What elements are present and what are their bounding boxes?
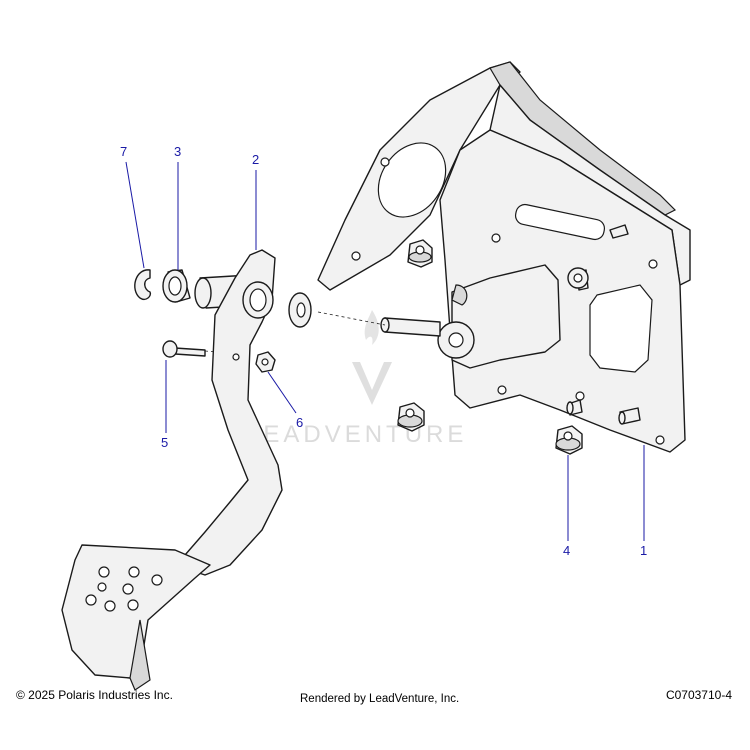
svg-text:1: 1 bbox=[640, 543, 647, 558]
diagram-code: C0703710-4 bbox=[665, 688, 732, 702]
part-3-bushing bbox=[162, 269, 191, 303]
svg-text:4: 4 bbox=[563, 543, 570, 558]
svg-text:6: 6 bbox=[296, 415, 303, 430]
callout-6: 6 bbox=[267, 371, 303, 430]
callout-2: 2 bbox=[252, 152, 259, 250]
copyright-notice: © 2025 Polaris Industries Inc. bbox=[16, 688, 173, 702]
part-7-e-clip bbox=[134, 269, 152, 301]
callout-7: 7 bbox=[120, 144, 145, 269]
callout-5: 5 bbox=[161, 360, 168, 450]
part-6-nut bbox=[255, 351, 276, 373]
callout-1: 1 bbox=[640, 445, 647, 558]
spare-flange-nut-upper bbox=[407, 239, 433, 268]
assembly-axis-line bbox=[317, 311, 386, 326]
callout-3: 3 bbox=[174, 144, 181, 270]
watermark-text: LEADVENTURE bbox=[246, 421, 467, 448]
part-2-pedal-arm bbox=[61, 249, 283, 691]
svg-text:3: 3 bbox=[174, 144, 181, 159]
leadventure-logo-mark bbox=[352, 362, 392, 405]
part-4-flange-nut bbox=[555, 425, 583, 455]
svg-text:2: 2 bbox=[252, 152, 259, 167]
part-1-bracket bbox=[317, 61, 691, 453]
spare-flange-nut-center bbox=[397, 402, 425, 432]
callout-4: 4 bbox=[563, 455, 570, 558]
svg-text:7: 7 bbox=[120, 144, 127, 159]
leadventure-watermark: LEADVENTURE bbox=[246, 310, 467, 448]
part-washer bbox=[288, 292, 312, 328]
rendered-by-notice: Rendered by LeadVenture, Inc. bbox=[300, 693, 460, 705]
svg-text:5: 5 bbox=[161, 435, 168, 450]
part-5-bolt bbox=[162, 340, 206, 358]
